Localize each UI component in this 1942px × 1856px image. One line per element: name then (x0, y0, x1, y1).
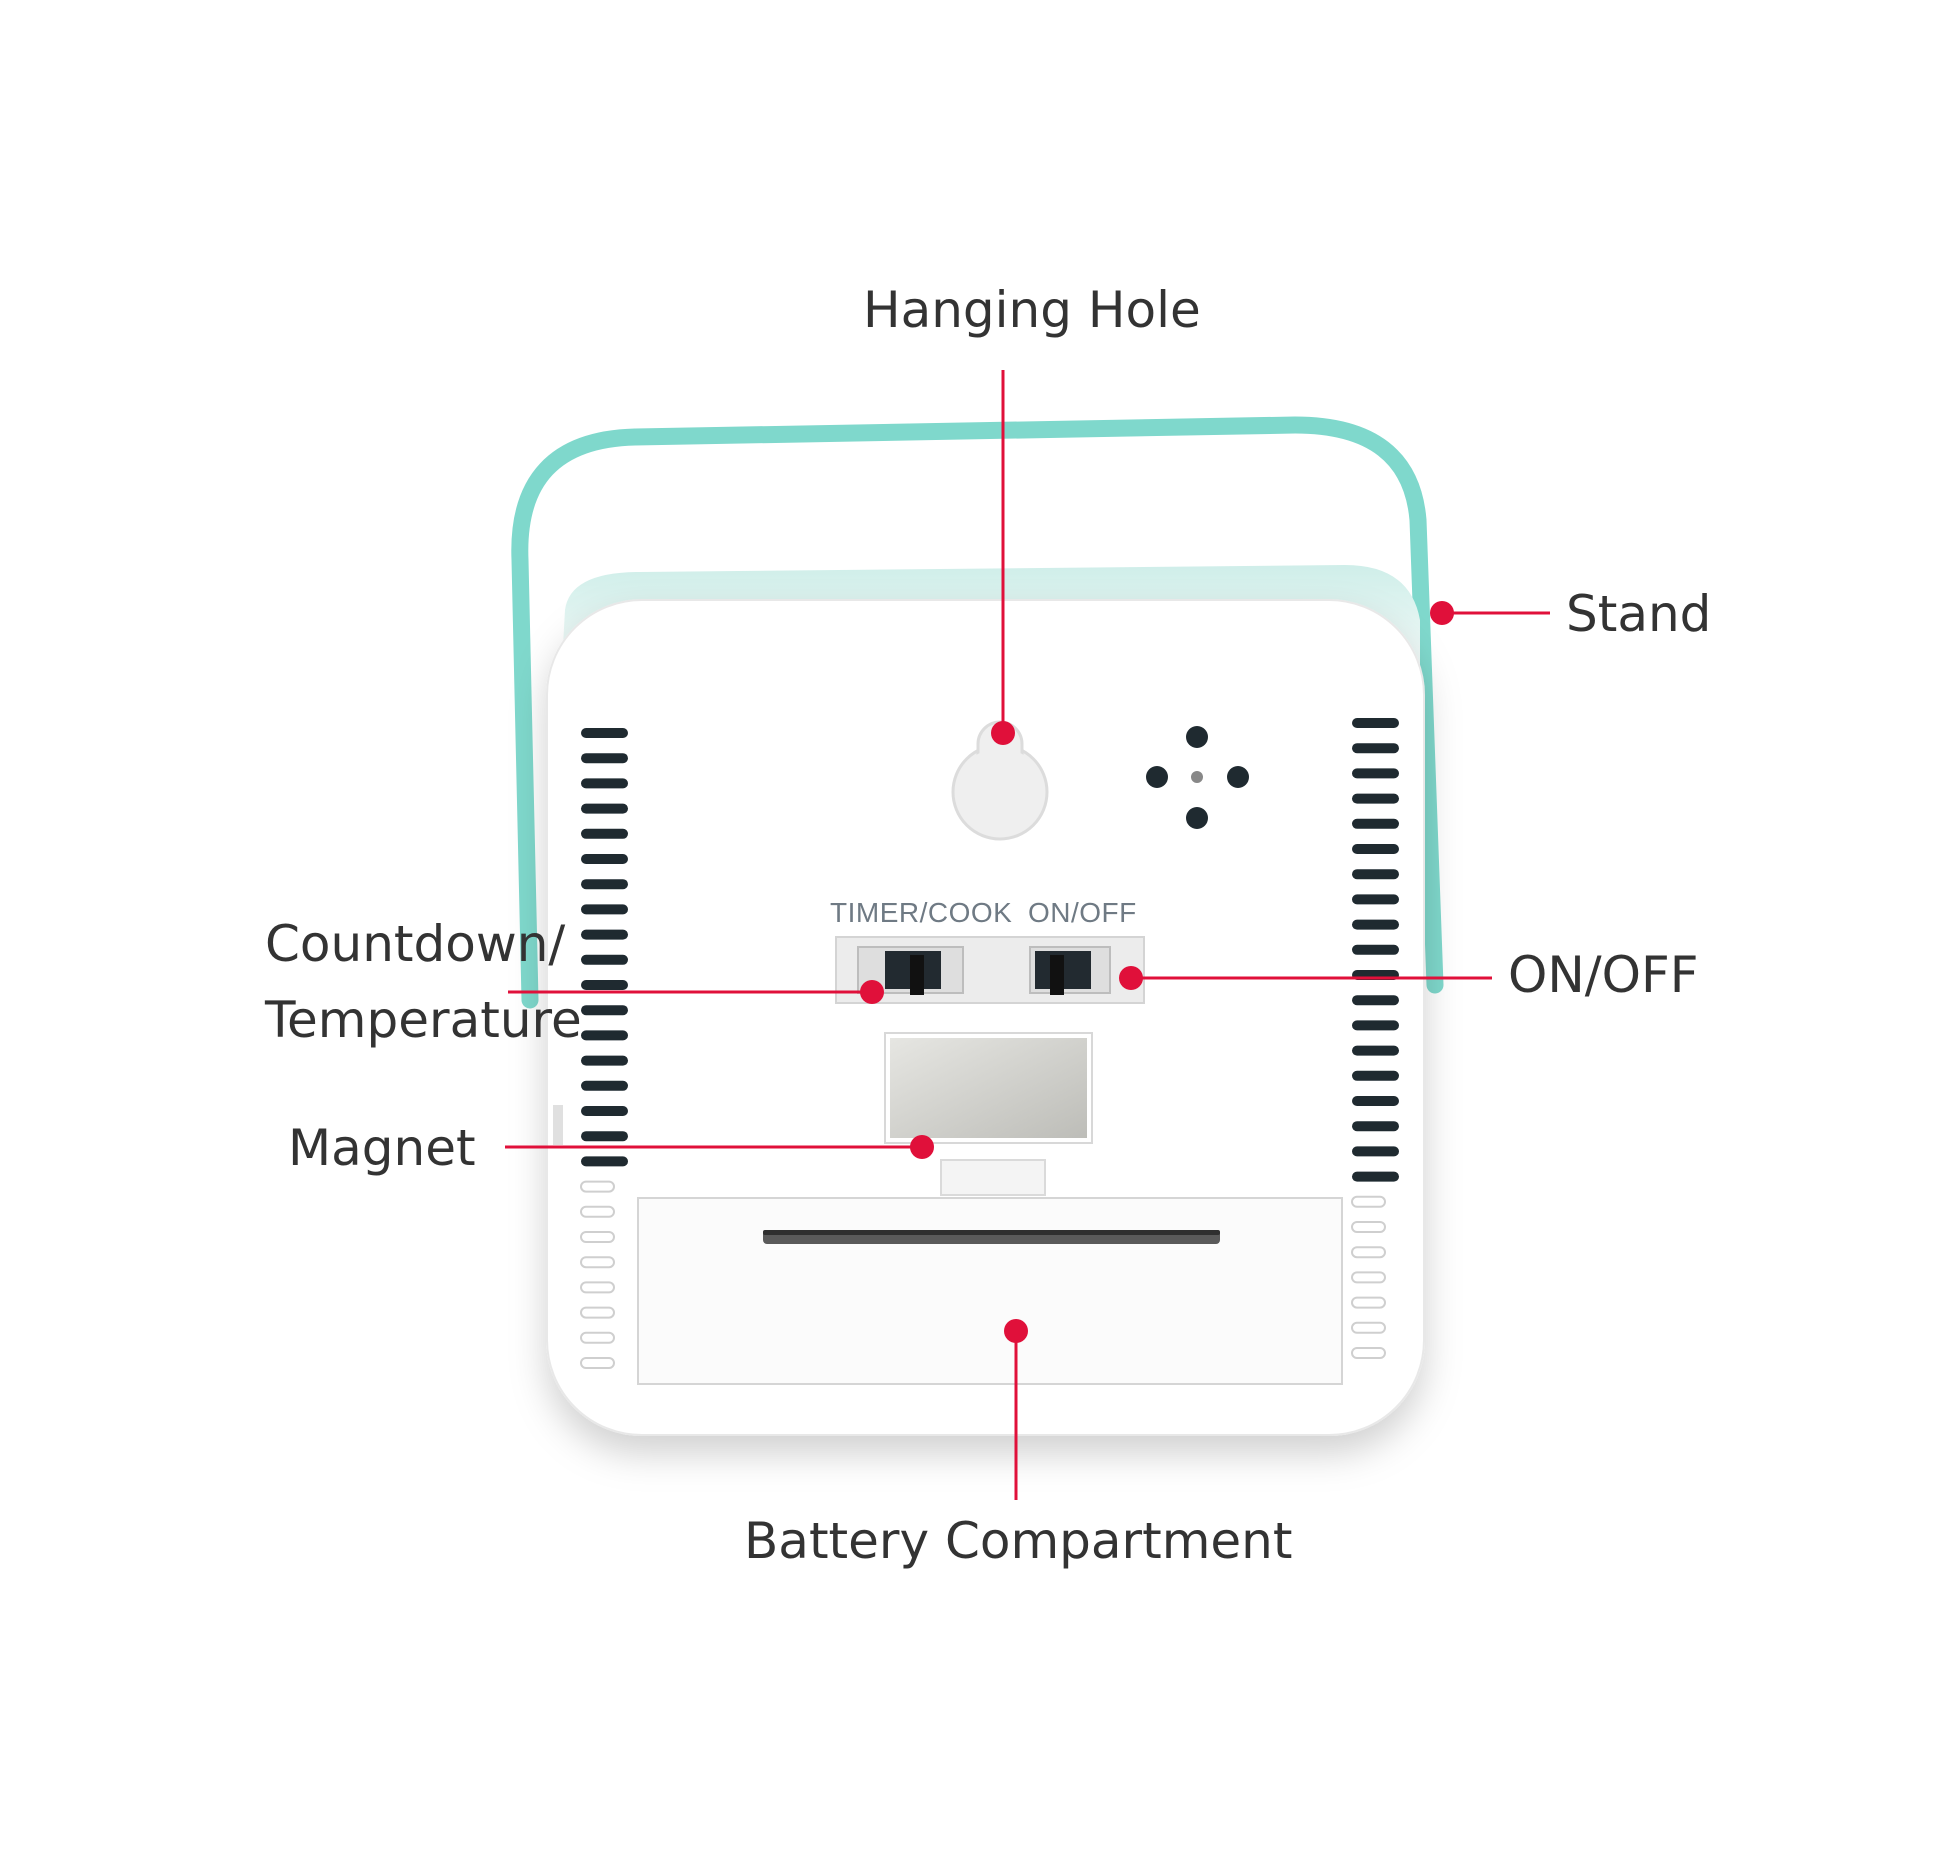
vent-slot (1351, 1347, 1386, 1359)
vent-slot (581, 1055, 628, 1066)
vent-slot (1351, 1296, 1386, 1309)
vent-slot (1351, 1271, 1386, 1284)
vent-slot (1352, 1146, 1399, 1157)
vent-slot (1351, 1195, 1386, 1208)
vent-slot (581, 728, 628, 738)
dot-hanging (991, 721, 1015, 745)
switch-label-timer: TIMER/COOK (830, 897, 1012, 928)
label-on-off: ON/OFF (1508, 946, 1699, 1004)
timer-cook-switch (857, 946, 964, 995)
vent-slot (581, 980, 628, 990)
dot-onoff (1119, 966, 1143, 990)
vent-slot (581, 828, 628, 839)
vent-slot (580, 1180, 615, 1193)
vent-slot (1351, 1221, 1386, 1233)
side-button (553, 1105, 563, 1145)
vent-slot (581, 803, 628, 814)
label-countdown-temperature: Countdown/ Temperature (265, 906, 582, 1058)
vent-slot (580, 1306, 615, 1319)
vent-slot (1352, 1070, 1399, 1081)
callout-dots (860, 601, 1454, 1343)
vent-slot (1352, 743, 1399, 754)
dot-battery (1004, 1319, 1028, 1343)
vent-slot (581, 778, 628, 789)
vent-slot (581, 753, 628, 764)
hanging-hole (951, 720, 1049, 841)
vent-slot (1352, 944, 1399, 955)
vent-slot (1352, 718, 1399, 728)
vent-slot (1352, 1096, 1399, 1106)
vent-slot (581, 1080, 628, 1091)
vent-slot (580, 1231, 615, 1243)
vent-slot (581, 1156, 628, 1167)
vent-slot (1352, 1020, 1399, 1031)
vent-slot (581, 1131, 628, 1142)
label-hanging-hole: Hanging Hole (863, 281, 1201, 339)
battery-compartment (637, 1197, 1343, 1385)
vent-slot (581, 929, 628, 940)
switch-label-onoff: ON/OFF (1028, 897, 1137, 928)
callout-lines (505, 370, 1550, 1500)
vent-slot (1352, 818, 1399, 829)
vent-slot (580, 1281, 615, 1294)
vent-slot (581, 954, 628, 965)
vent-slot (580, 1205, 615, 1218)
vent-slot (1352, 1121, 1399, 1132)
label-countdown-line1: Countdown/ (265, 915, 566, 973)
vent-slot (1352, 1045, 1399, 1056)
vent-slot (581, 904, 628, 915)
vent-slot (580, 1256, 615, 1269)
label-magnet: Magnet (288, 1119, 476, 1177)
label-countdown-line2: Temperature (265, 991, 582, 1049)
vent-slot (581, 1106, 628, 1116)
speaker-holes (1146, 726, 1249, 829)
vent-slot (581, 1005, 628, 1016)
vent-slot (581, 879, 628, 890)
on-off-switch (1029, 946, 1111, 995)
left-vents (580, 728, 628, 1369)
vent-slot (1352, 768, 1399, 779)
dot-stand (1430, 601, 1454, 625)
vent-slot (1352, 894, 1399, 905)
vent-slot (1352, 793, 1399, 804)
vent-slot (1352, 995, 1399, 1006)
stand-wire (511, 416, 1444, 1009)
vent-slot (580, 1357, 615, 1369)
vent-slot (1352, 919, 1399, 930)
vent-slot (581, 854, 628, 864)
dot-magnet (910, 1135, 934, 1159)
vent-slot (581, 1030, 628, 1041)
label-battery-compartment: Battery Compartment (744, 1512, 1293, 1570)
vent-slot (1352, 869, 1399, 880)
magnet (884, 1032, 1093, 1144)
right-vents (1351, 718, 1399, 1359)
battery-latch (940, 1159, 1046, 1196)
label-stand: Stand (1566, 585, 1712, 643)
dot-countdown (860, 980, 884, 1004)
vent-slot (1352, 844, 1399, 854)
vent-slot (1351, 1246, 1386, 1259)
vent-slot (580, 1331, 615, 1344)
vent-slot (1351, 1321, 1386, 1334)
vent-slot (1352, 1171, 1399, 1182)
